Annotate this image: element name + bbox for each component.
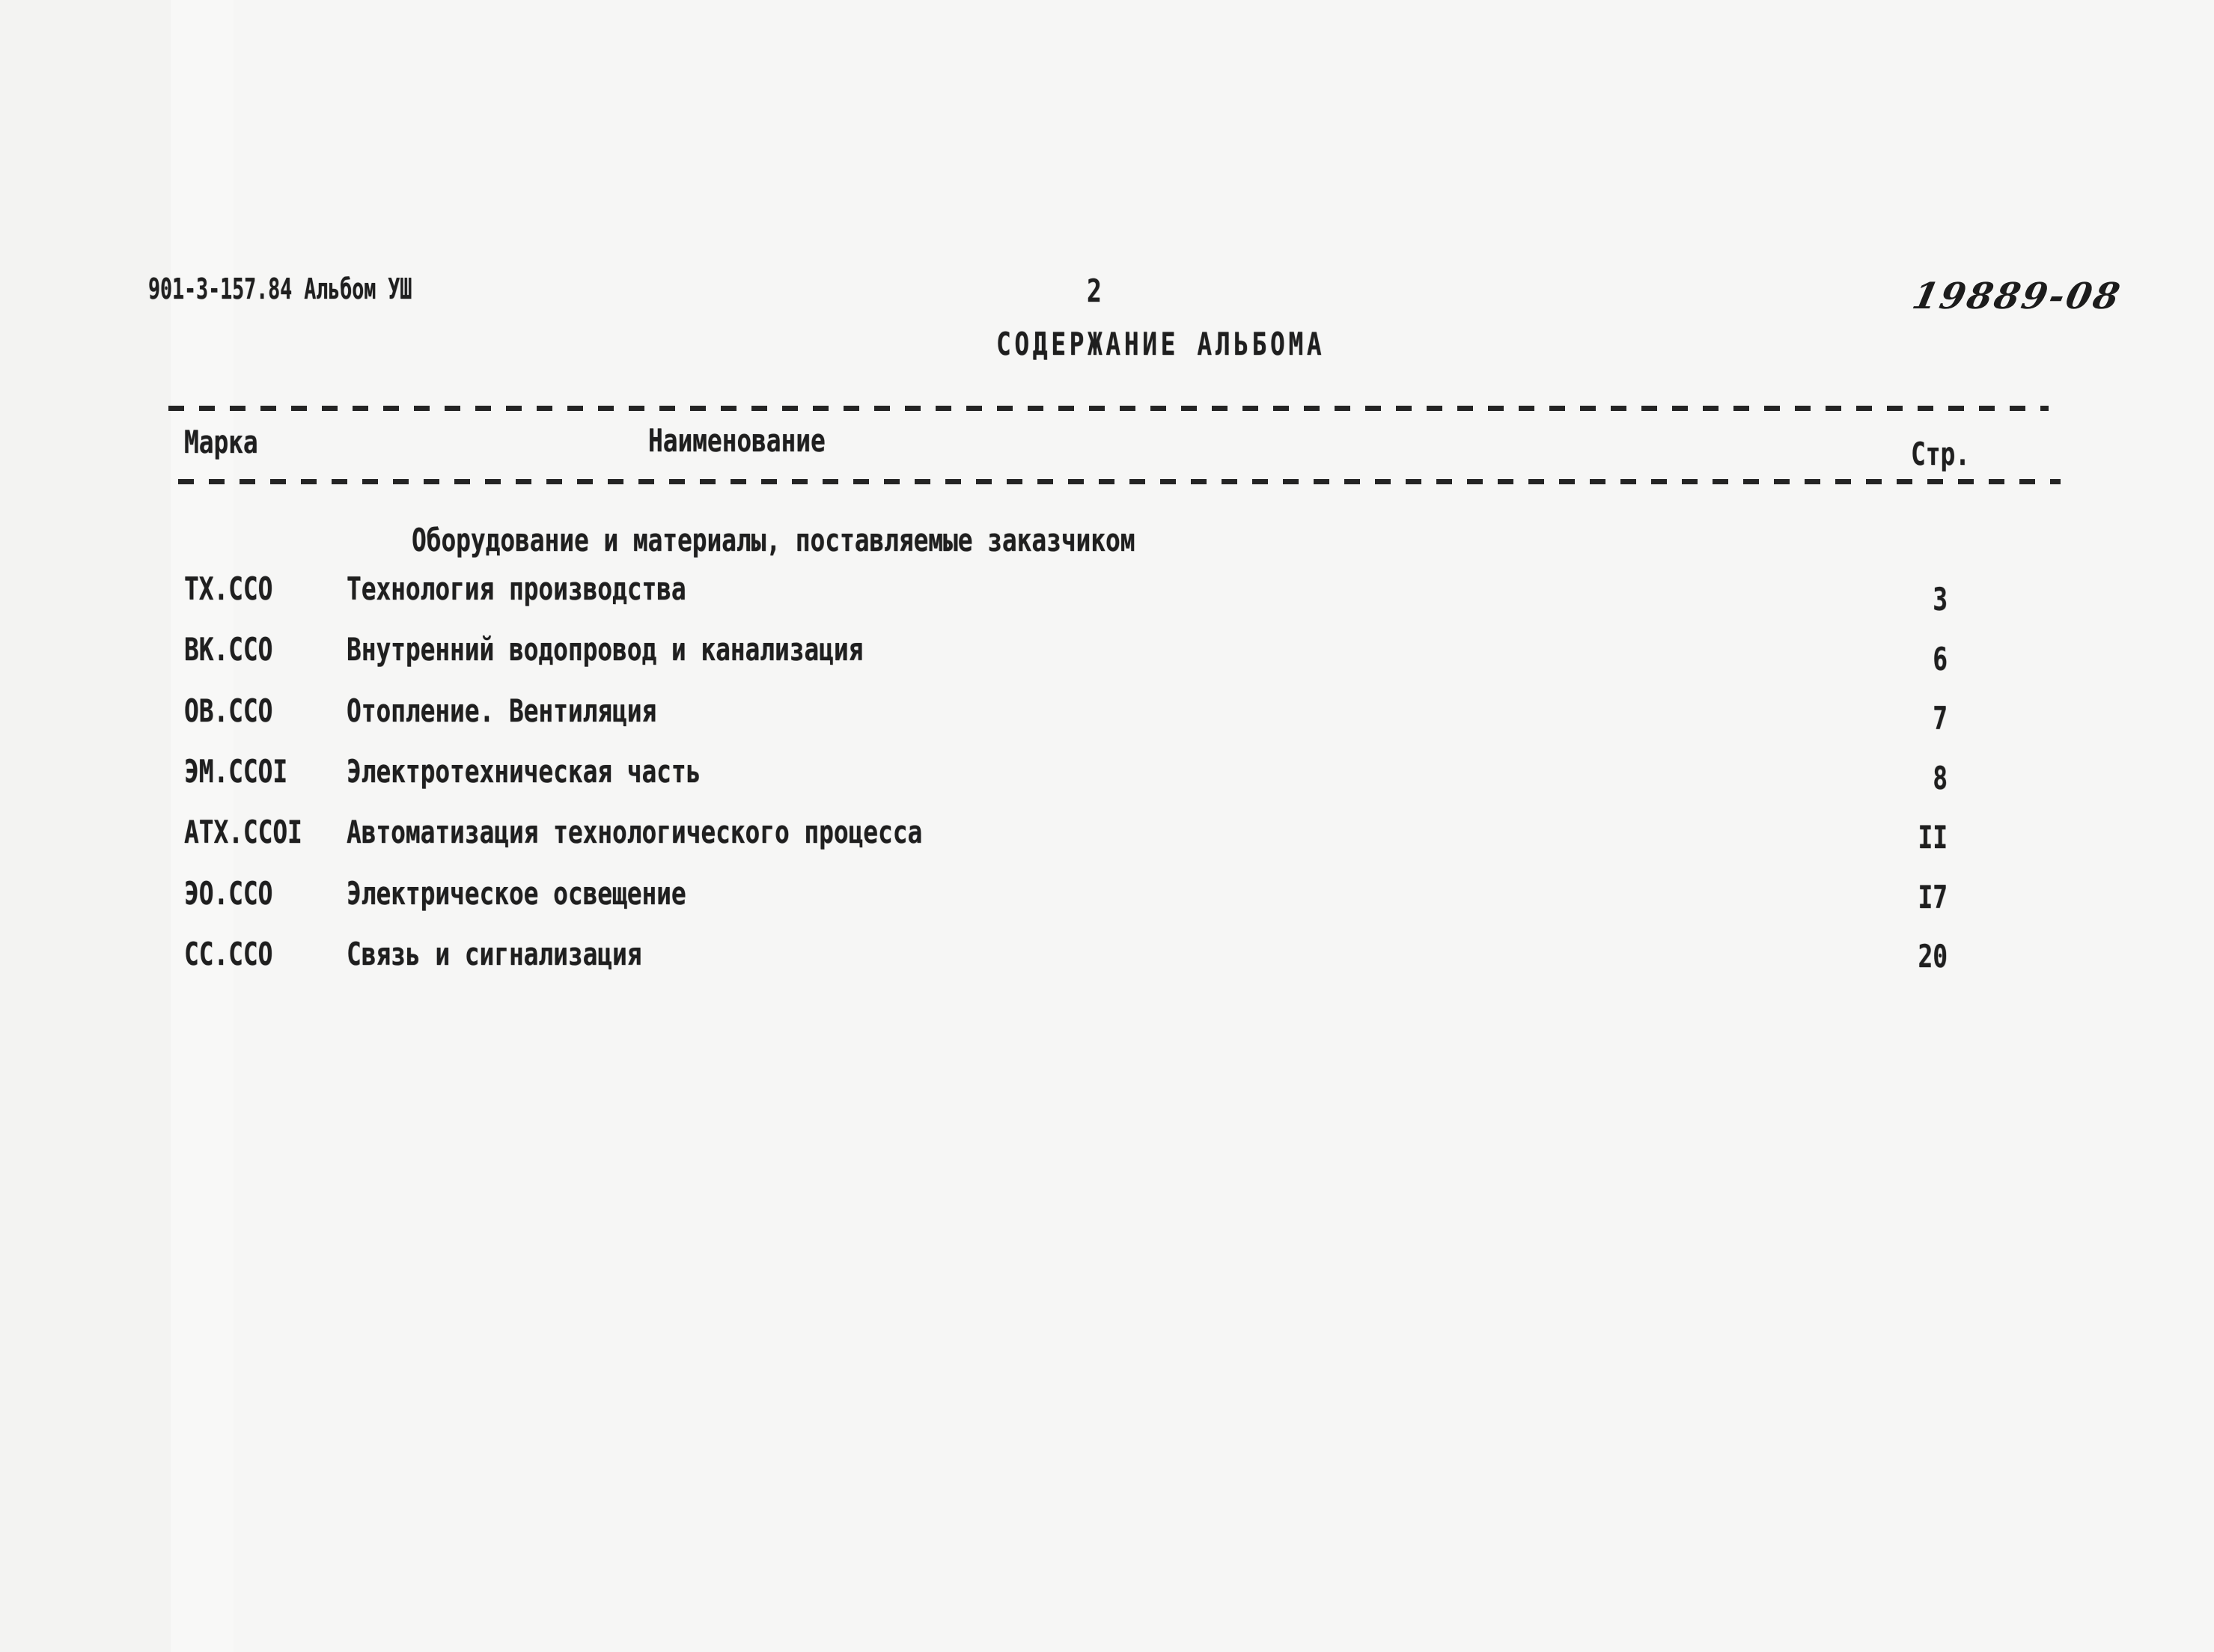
row-mark: ТХ.ССО (184, 570, 273, 607)
page-title: СОДЕРЖАНИЕ АЛЬБОМА (996, 328, 1418, 361)
section-heading-text: Оборудование и материалы, поставляемые з… (412, 522, 1135, 558)
row-page-number: 3 (1933, 581, 1948, 618)
table-top-dashed-rule (168, 406, 2049, 411)
row-name: Отопление. Вентиляция (347, 692, 657, 729)
column-header-mark: Марка (184, 427, 278, 458)
row-name: Автоматизация технологического процесса (347, 814, 923, 850)
table-row: АТХ.ССОI Автоматизация технологического … (0, 816, 2214, 849)
table-row: ЭО.ССО Электрическое освещение (0, 877, 2214, 910)
column-header-name-text: Наименование (648, 422, 826, 459)
handwritten-inventory-number: 19889-08 (1909, 275, 2126, 317)
column-header-name: Наименование (648, 425, 875, 457)
column-header-mark-text: Марка (184, 424, 258, 460)
table-row: ТХ.ССО Технология производства (0, 573, 2214, 606)
doc-code: 901-3-157.84 Альбом УШ (148, 272, 525, 305)
row-page-number: I7 (1918, 879, 1948, 915)
row-name: Внутренний водопровод и канализация (347, 631, 864, 668)
row-mark: СС.ССО (184, 936, 273, 972)
row-mark: ЭМ.ССОI (184, 753, 288, 790)
table-row: ЭМ.ССОI Электротехническая часть (0, 755, 2214, 788)
table-row: СС.ССО Связь и сигнализация (0, 938, 2214, 971)
page-title-text: СОДЕРЖАНИЕ АЛЬБОМА (996, 326, 1326, 362)
sheet-number-text: 2 (1087, 272, 1102, 309)
row-mark: ЭО.ССО (184, 875, 273, 912)
row-page-number: 8 (1933, 760, 1948, 796)
row-name: Электротехническая часть (347, 753, 701, 790)
row-mark: ВК.ССО (184, 631, 273, 668)
row-page-number: 6 (1933, 641, 1948, 677)
column-header-page-text: Стр. (1911, 436, 1970, 472)
row-name: Связь и сигнализация (347, 936, 642, 972)
row-page-number: 20 (1918, 938, 1948, 975)
column-header-page: Стр. (1911, 439, 1986, 470)
row-page-number: II (1918, 819, 1948, 856)
row-name: Электрическое освещение (347, 875, 686, 912)
row-mark: АТХ.ССОI (184, 814, 302, 850)
table-row: ОВ.ССО Отопление. Вентиляция (0, 695, 2214, 728)
doc-code-text: 901-3-157.84 Альбом УШ (148, 272, 412, 305)
row-name: Технология производства (347, 570, 686, 607)
table-header-dashed-rule (178, 479, 2061, 484)
section-heading: Оборудование и материалы, поставляемые з… (412, 524, 1339, 557)
sheet-number: 2 (1087, 275, 1106, 307)
row-page-number: 7 (1933, 700, 1948, 737)
table-row: ВК.ССО Внутренний водопровод и канализац… (0, 633, 2214, 666)
row-mark: ОВ.ССО (184, 692, 273, 729)
